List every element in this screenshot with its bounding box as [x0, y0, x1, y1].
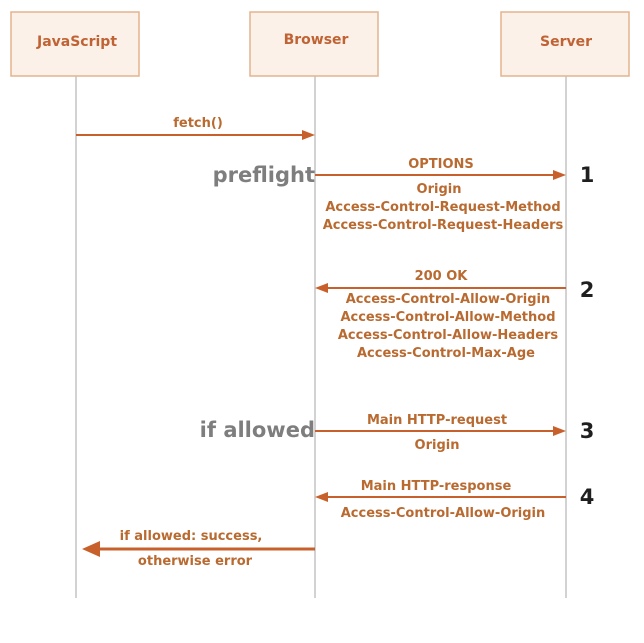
message-ok-header: Access-Control-Allow-Origin [346, 292, 551, 307]
message-ok-header: Access-Control-Allow-Method [340, 310, 555, 325]
if-allowed-label: if allowed [200, 418, 315, 442]
message-main-request-header: Origin [415, 438, 460, 453]
actor-browser: Browser [249, 11, 379, 77]
message-options-header: Origin [417, 182, 462, 197]
arrowhead-result [82, 541, 100, 557]
message-ok-header: Access-Control-Allow-Headers [338, 328, 559, 343]
preflight-label: preflight [213, 163, 315, 187]
message-options: OPTIONS Origin Access-Control-Request-Me… [315, 157, 566, 233]
message-result-line: if allowed: success, [120, 529, 263, 544]
arrowhead-main-response [315, 492, 328, 502]
arrowhead-ok [315, 283, 328, 293]
message-options-header: Access-Control-Request-Headers [323, 218, 564, 233]
message-ok: 200 OK Access-Control-Allow-Origin Acces… [315, 269, 566, 361]
message-main-response: Main HTTP-response Access-Control-Allow-… [315, 479, 566, 521]
message-main-response-title: Main HTTP-response [361, 479, 512, 494]
message-result-line: otherwise error [138, 554, 253, 569]
step-number-4: 4 [580, 485, 595, 509]
message-fetch-label: fetch() [173, 116, 223, 131]
actor-javascript: JavaScript [10, 11, 140, 77]
step-number-2: 2 [580, 278, 595, 302]
actor-server: Server [500, 11, 630, 77]
message-main-request: Main HTTP-request Origin [315, 413, 566, 453]
actor-server-label: Server [540, 34, 592, 50]
message-result: if allowed: success, otherwise error [82, 529, 315, 569]
step-number-3: 3 [580, 419, 595, 443]
step-number-1: 1 [580, 163, 595, 187]
arrowhead-options [553, 170, 566, 180]
message-options-header: Access-Control-Request-Method [325, 200, 560, 215]
message-ok-header: Access-Control-Max-Age [357, 346, 535, 361]
message-options-title: OPTIONS [408, 157, 474, 172]
message-main-request-title: Main HTTP-request [367, 413, 507, 428]
message-ok-title: 200 OK [415, 269, 469, 284]
actor-javascript-label: JavaScript [36, 34, 117, 50]
arrowhead-fetch [302, 130, 315, 140]
message-fetch: fetch() [76, 116, 315, 140]
arrowhead-main-request [553, 426, 566, 436]
actor-browser-label: Browser [284, 32, 349, 48]
message-main-response-header: Access-Control-Allow-Origin [341, 506, 546, 521]
